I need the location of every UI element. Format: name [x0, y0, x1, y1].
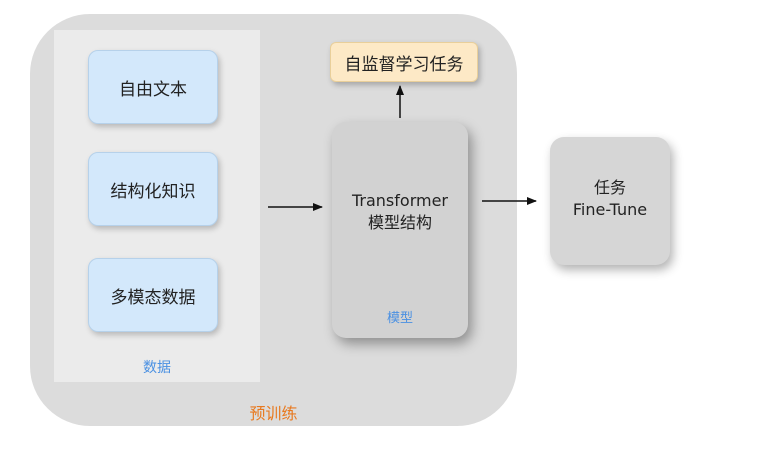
model-caption: 模型	[386, 311, 413, 326]
finetune-title: 任务 Fine-Tune	[550, 177, 670, 221]
data-box-multimodal: 多模态数据	[88, 258, 218, 332]
model-title-line1: Transformer	[351, 191, 448, 210]
data-caption: 数据	[143, 360, 171, 376]
finetune-line2: Fine-Tune	[572, 200, 648, 219]
pretrain-caption: 预训练	[249, 404, 298, 423]
finetune-box: 任务 Fine-Tune	[550, 137, 670, 265]
model-title-line2: 模型结构	[367, 213, 432, 232]
data-box-label: 自由文本	[119, 79, 187, 100]
model-box: Transformer 模型结构 模型	[332, 122, 468, 338]
data-box-label: 多模态数据	[110, 287, 196, 308]
self-supervised-task-box: 自监督学习任务	[330, 42, 478, 82]
data-box-structured-knowledge: 结构化知识	[88, 152, 218, 226]
model-title: Transformer 模型结构	[332, 190, 468, 234]
data-box-free-text: 自由文本	[88, 50, 218, 124]
data-box-label: 结构化知识	[110, 181, 196, 202]
finetune-line1: 任务	[593, 178, 626, 197]
task-label: 自监督学习任务	[344, 54, 464, 75]
